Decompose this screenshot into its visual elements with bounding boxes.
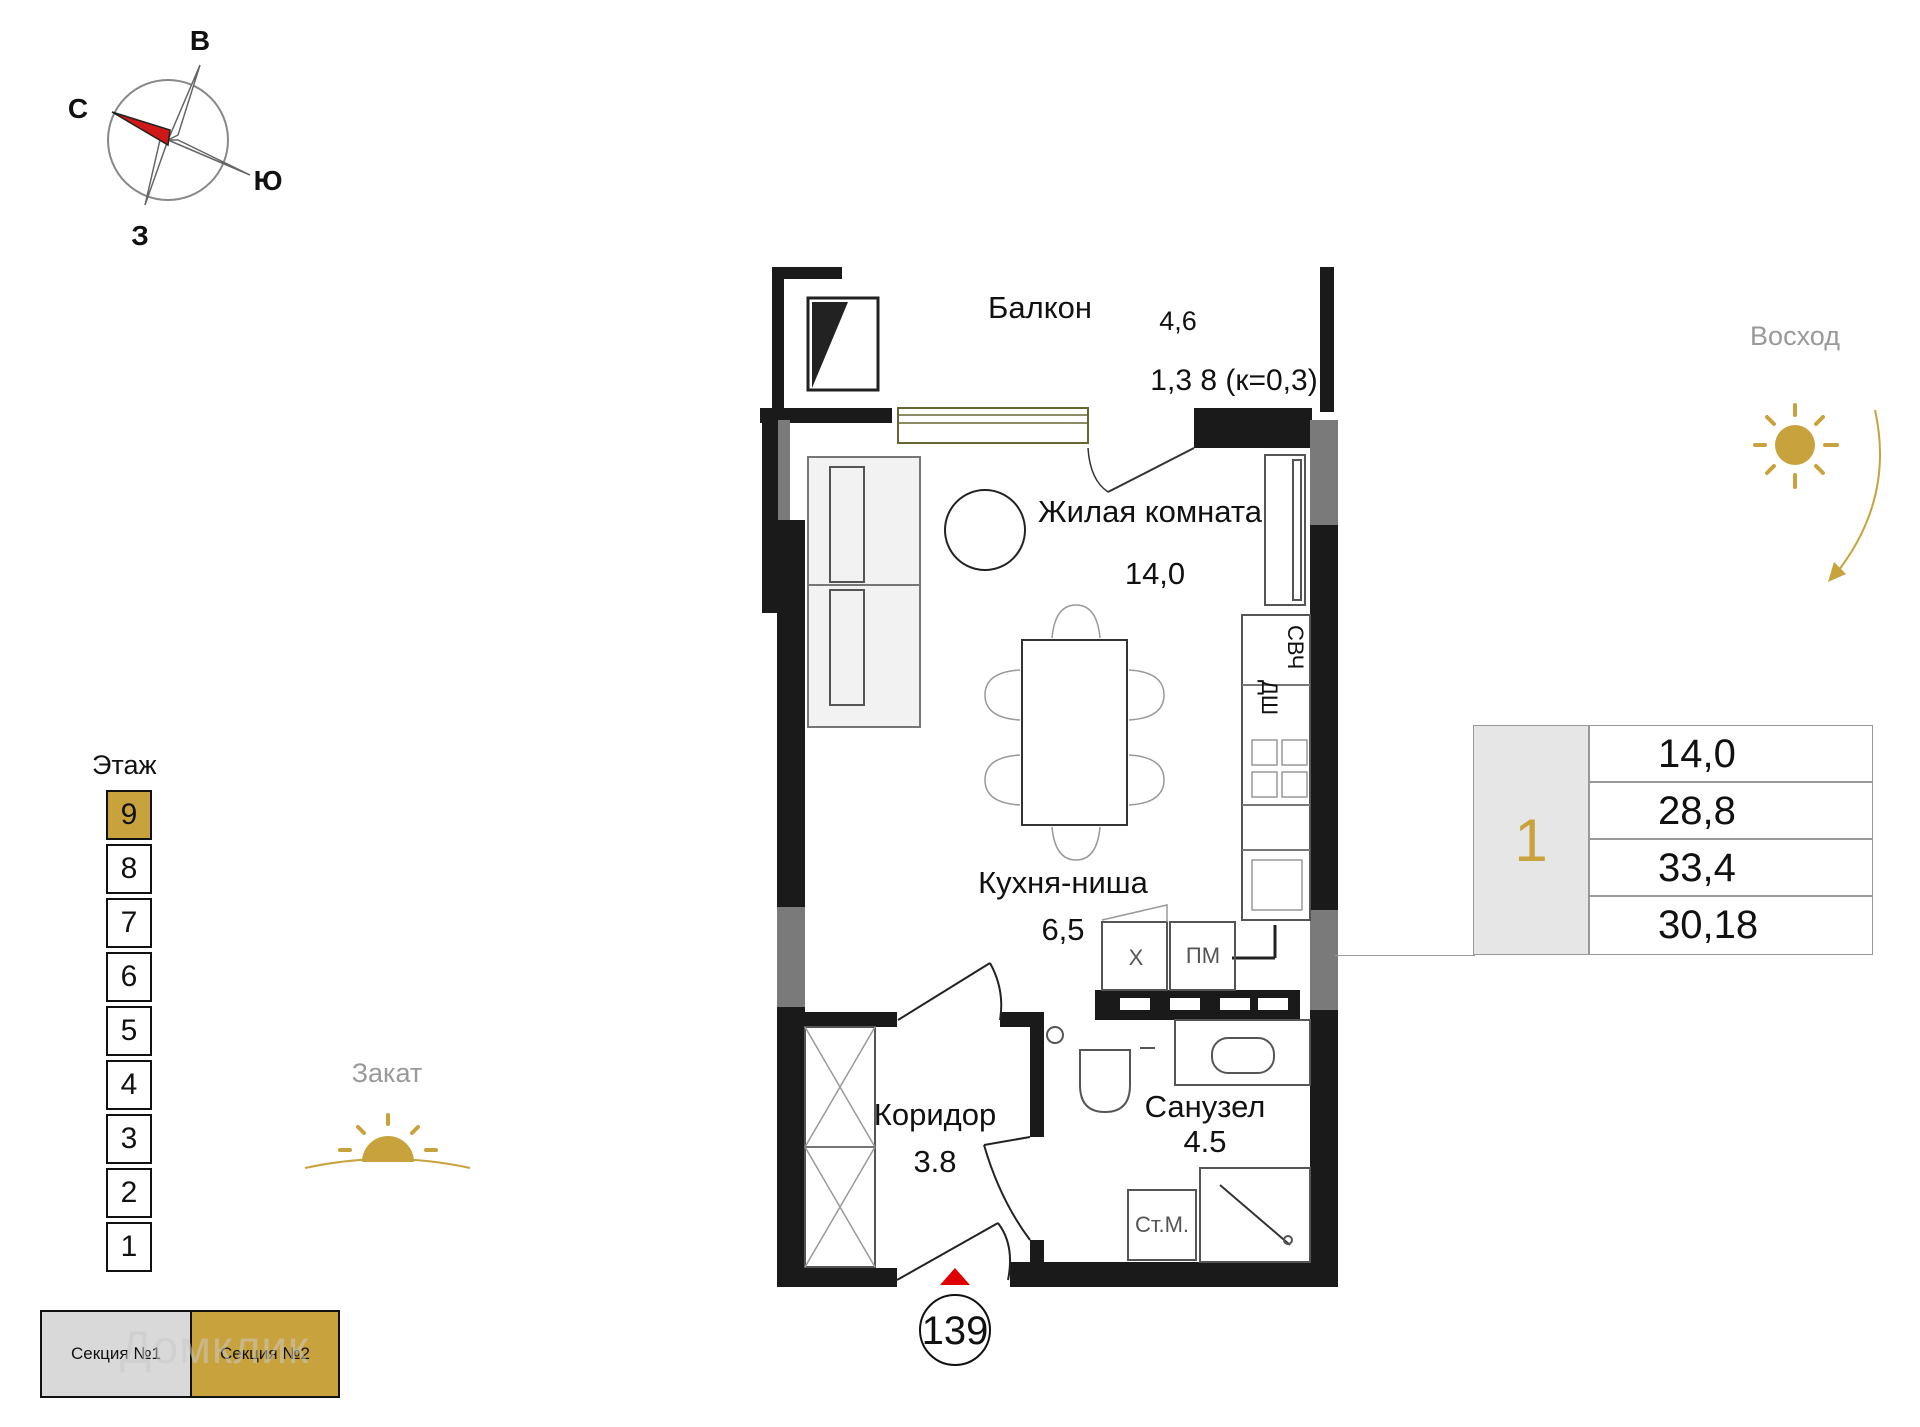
kitchen-appliances: Х ПМ bbox=[1101, 904, 1236, 991]
section-1-button[interactable]: Секция №1 bbox=[40, 1310, 192, 1398]
dishwasher2-label: ПМ bbox=[1186, 943, 1220, 968]
sunrise-icon: Восход bbox=[1750, 321, 1881, 582]
entrance-marker: 139 bbox=[919, 1268, 991, 1366]
balcony-name: Балкон bbox=[988, 290, 1092, 325]
kitchen-area: 6,5 bbox=[1041, 912, 1084, 947]
wardrobe bbox=[804, 1026, 876, 1268]
section-2-button[interactable]: Секция №2 bbox=[190, 1310, 340, 1398]
sofa bbox=[807, 456, 921, 728]
bathroom-fixtures: Ст.М. bbox=[1046, 1019, 1311, 1263]
balcony-window bbox=[897, 407, 1195, 493]
floor-title: Этаж bbox=[92, 750, 157, 780]
bathroom-name: Санузел bbox=[1145, 1089, 1266, 1124]
balcony-area: 4,6 bbox=[1159, 306, 1197, 336]
sunrise-label: Восход bbox=[1750, 321, 1840, 351]
apartment-number: 139 bbox=[922, 1309, 989, 1353]
watermark: Домклик bbox=[120, 1321, 310, 1373]
sunset-icon: Закат bbox=[304, 1058, 471, 1169]
washer-label: Ст.М. bbox=[1135, 1212, 1189, 1237]
sunset-label: Закат bbox=[352, 1058, 423, 1088]
compass: В С Ю З bbox=[68, 25, 283, 251]
corridor-name: Коридор bbox=[874, 1097, 996, 1132]
floor-button-9[interactable]: 9 bbox=[106, 790, 152, 840]
dining-table bbox=[984, 604, 1165, 861]
summary-row-reduced-area: 30,18 bbox=[1589, 896, 1873, 955]
microwave-label: СВЧ bbox=[1283, 625, 1308, 669]
balcony-reduced-area: 1,3 8 (к=0,3) bbox=[1150, 364, 1317, 397]
living-room-name: Жилая комната bbox=[1038, 494, 1263, 529]
balcony-storage bbox=[806, 296, 880, 392]
floor-button-5[interactable]: 5 bbox=[106, 1006, 152, 1056]
tv-unit bbox=[1264, 454, 1306, 606]
kitchen-counter: ДШ СВЧ bbox=[1232, 614, 1311, 960]
bathroom-area: 4.5 bbox=[1183, 1124, 1226, 1159]
floor-button-3[interactable]: 3 bbox=[106, 1114, 152, 1164]
summary-table: 1 14,0 28,8 33,4 30,18 bbox=[1473, 725, 1873, 955]
floor-button-8[interactable]: 8 bbox=[106, 844, 152, 894]
living-room-area: 14,0 bbox=[1125, 556, 1185, 591]
dishwasher-label: ДШ bbox=[1257, 680, 1282, 715]
round-table bbox=[944, 489, 1026, 571]
corridor-area: 3.8 bbox=[913, 1144, 956, 1179]
summary-row-area-with-balcony: 33,4 bbox=[1589, 839, 1873, 896]
floor-button-6[interactable]: 6 bbox=[106, 952, 152, 1002]
compass-north-label: С bbox=[68, 93, 88, 124]
floor-button-7[interactable]: 7 bbox=[106, 898, 152, 948]
summary-connector bbox=[1335, 955, 1475, 956]
floor-button-2[interactable]: 2 bbox=[106, 1168, 152, 1218]
kitchen-name: Кухня-ниша bbox=[978, 865, 1149, 900]
compass-south-label: Ю bbox=[254, 165, 283, 196]
floor-button-4[interactable]: 4 bbox=[106, 1060, 152, 1110]
floor-button-1[interactable]: 1 bbox=[106, 1222, 152, 1272]
fridge-label: Х bbox=[1129, 945, 1144, 970]
doors bbox=[896, 962, 1031, 1281]
summary-row-living-area: 14,0 bbox=[1589, 725, 1873, 782]
compass-east-label: В bbox=[190, 25, 210, 56]
compass-west-label: З bbox=[131, 220, 149, 251]
room-count-badge: 1 bbox=[1473, 725, 1589, 955]
walls bbox=[760, 267, 1338, 1287]
summary-row-total-area: 28,8 bbox=[1589, 782, 1873, 839]
